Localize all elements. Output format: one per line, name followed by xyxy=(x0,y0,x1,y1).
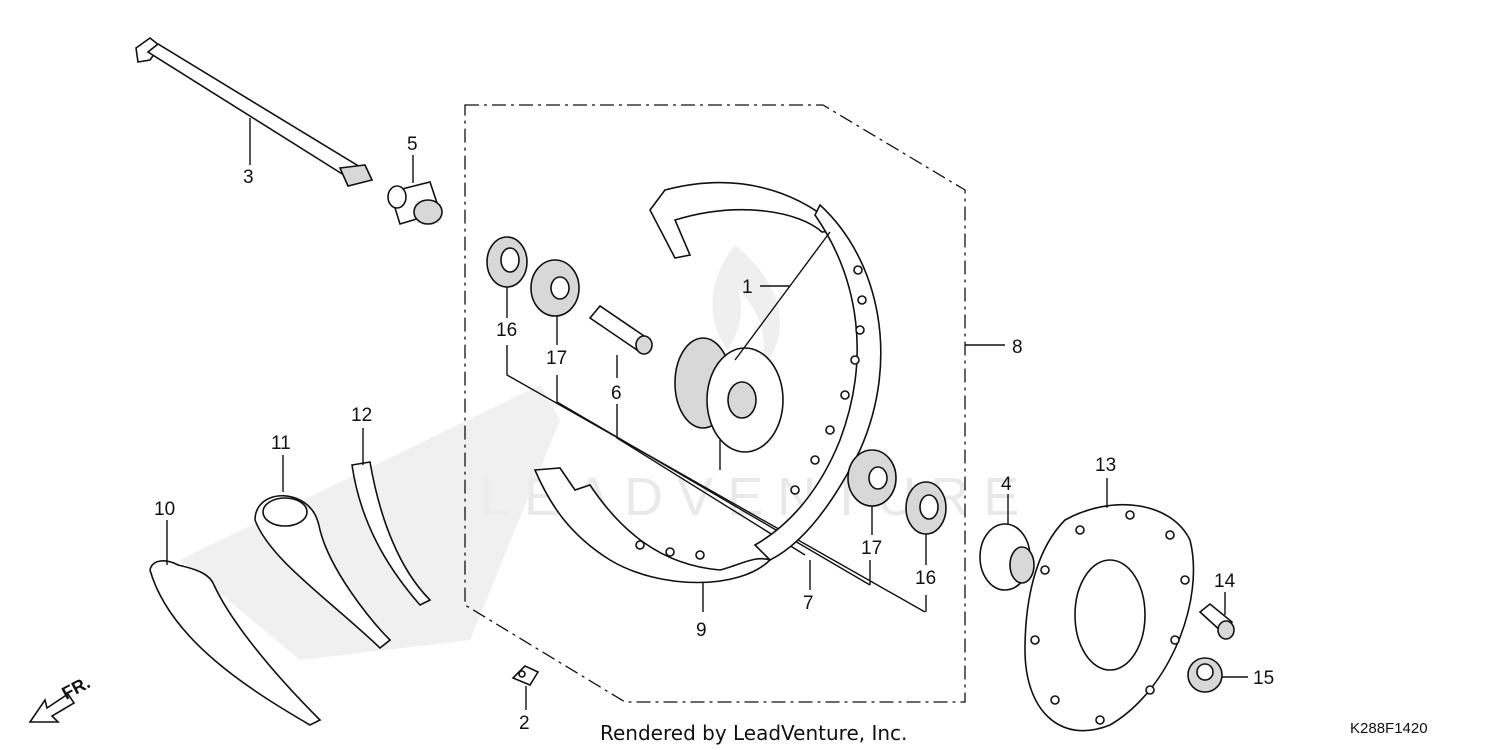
tire-part[interactable] xyxy=(149,560,322,726)
dust-seal-lower[interactable] xyxy=(905,481,947,535)
callout-11: 11 xyxy=(271,433,291,454)
callout-2: 2 xyxy=(519,713,530,734)
callout-5: 5 xyxy=(407,134,418,155)
bearing-lower[interactable] xyxy=(847,449,897,507)
callout-16-upper: 16 xyxy=(496,320,517,341)
diagram-code: K288F1420 xyxy=(1350,720,1428,737)
collar-part[interactable] xyxy=(387,181,443,225)
callout-14: 14 xyxy=(1214,571,1236,592)
callout-1: 1 xyxy=(742,277,753,298)
rim-band-part[interactable] xyxy=(351,461,432,606)
leader-6-ext xyxy=(616,404,806,556)
callout-10: 10 xyxy=(154,499,175,520)
callout-16-lower: 16 xyxy=(915,568,936,589)
disc-bolt[interactable] xyxy=(1198,602,1235,640)
watermark-flame-icon xyxy=(712,245,781,370)
arrow-down-left-icon xyxy=(28,692,76,723)
callout-17-upper: 17 xyxy=(546,348,567,369)
wheel-hub[interactable] xyxy=(674,231,831,470)
disc-nut[interactable] xyxy=(1187,657,1223,693)
valve-clip-part[interactable] xyxy=(511,665,540,686)
callout-6: 6 xyxy=(611,383,622,404)
callout-15: 15 xyxy=(1253,668,1274,689)
dust-seal-upper[interactable] xyxy=(486,236,528,288)
side-collar[interactable] xyxy=(979,523,1035,591)
brake-disc[interactable] xyxy=(1024,503,1195,732)
callout-9: 9 xyxy=(696,620,707,641)
distance-collar[interactable] xyxy=(588,304,653,355)
callout-12: 12 xyxy=(351,405,372,426)
bearing-upper[interactable] xyxy=(530,259,580,317)
callout-4: 4 xyxy=(1001,474,1012,495)
axle-part[interactable] xyxy=(135,36,374,187)
callout-3: 3 xyxy=(243,167,254,188)
tube-part[interactable] xyxy=(254,495,392,650)
leader-17a-ext xyxy=(556,375,871,586)
callout-17-lower: 17 xyxy=(861,538,882,559)
front-direction-indicator: FR. xyxy=(28,672,93,723)
assembly-outline xyxy=(464,104,966,703)
callout-8: 8 xyxy=(1012,337,1023,358)
callout-13: 13 xyxy=(1095,455,1116,476)
render-credit: Rendered by LeadVenture, Inc. xyxy=(600,721,907,745)
callout-7: 7 xyxy=(803,593,814,614)
wheel-rim[interactable] xyxy=(533,181,882,584)
